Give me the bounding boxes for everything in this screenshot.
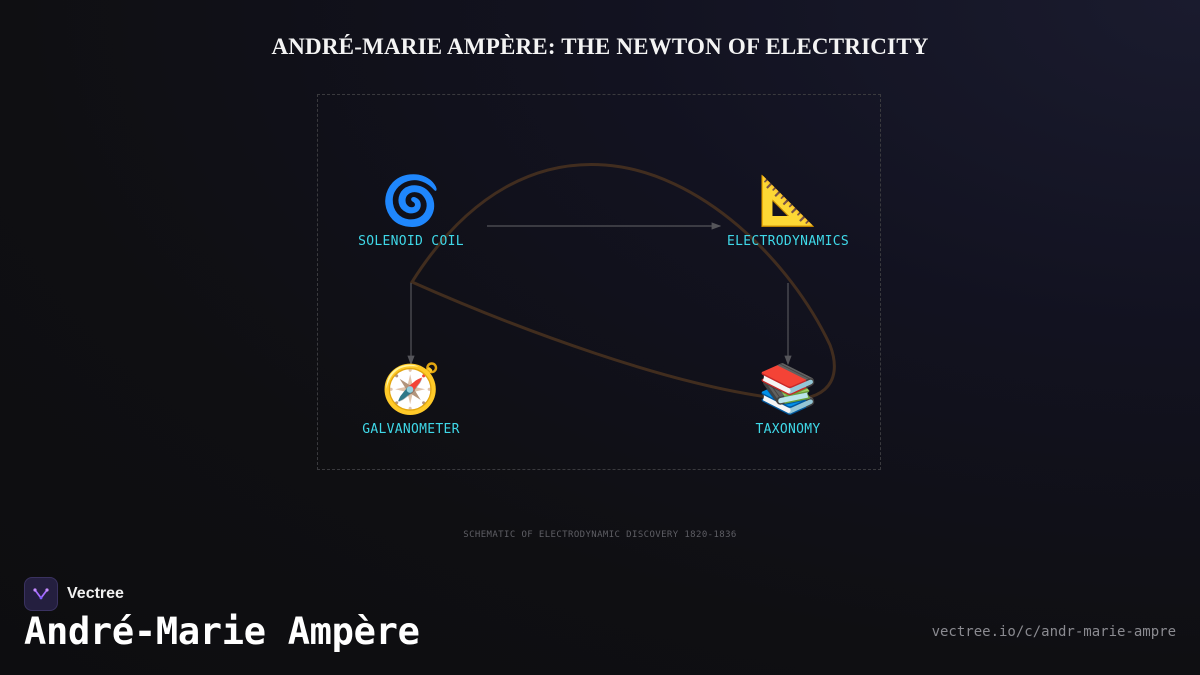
triangular-ruler-icon: 📐: [758, 173, 818, 229]
cyclone-icon: 🌀: [381, 173, 441, 229]
brand-name: Vectree: [67, 585, 124, 602]
node-taxonomy: 📚 TAXONOMY: [708, 360, 868, 437]
diagram-title: ANDRÉ-MARIE AMPÈRE: THE NEWTON OF ELECTR…: [271, 34, 929, 59]
decorative-curve: [409, 162, 836, 401]
compass-icon: 🧭: [381, 361, 441, 417]
node-label: SOLENOID COIL: [358, 234, 464, 249]
node-label: ELECTRODYNAMICS: [727, 234, 849, 249]
node-galvanometer: 🧭 GALVANOMETER: [331, 360, 491, 437]
node-label: TAXONOMY: [755, 422, 821, 437]
node-electrodynamics: 📐 ELECTRODYNAMICS: [708, 172, 868, 249]
diagram-frame: [317, 94, 881, 470]
diagram-caption: SCHEMATIC OF ELECTRODYNAMIC DISCOVERY 18…: [463, 530, 737, 540]
subject-name: André-Marie Ampère: [24, 610, 420, 653]
books-icon: 📚: [758, 361, 818, 417]
vectree-logo-icon: [24, 577, 58, 611]
node-solenoid-coil: 🌀 SOLENOID COIL: [331, 172, 491, 249]
node-label: GALVANOMETER: [362, 422, 460, 437]
brand[interactable]: Vectree: [24, 577, 124, 611]
page-url-link[interactable]: vectree.io/c/andr-marie-ampre: [931, 624, 1176, 640]
